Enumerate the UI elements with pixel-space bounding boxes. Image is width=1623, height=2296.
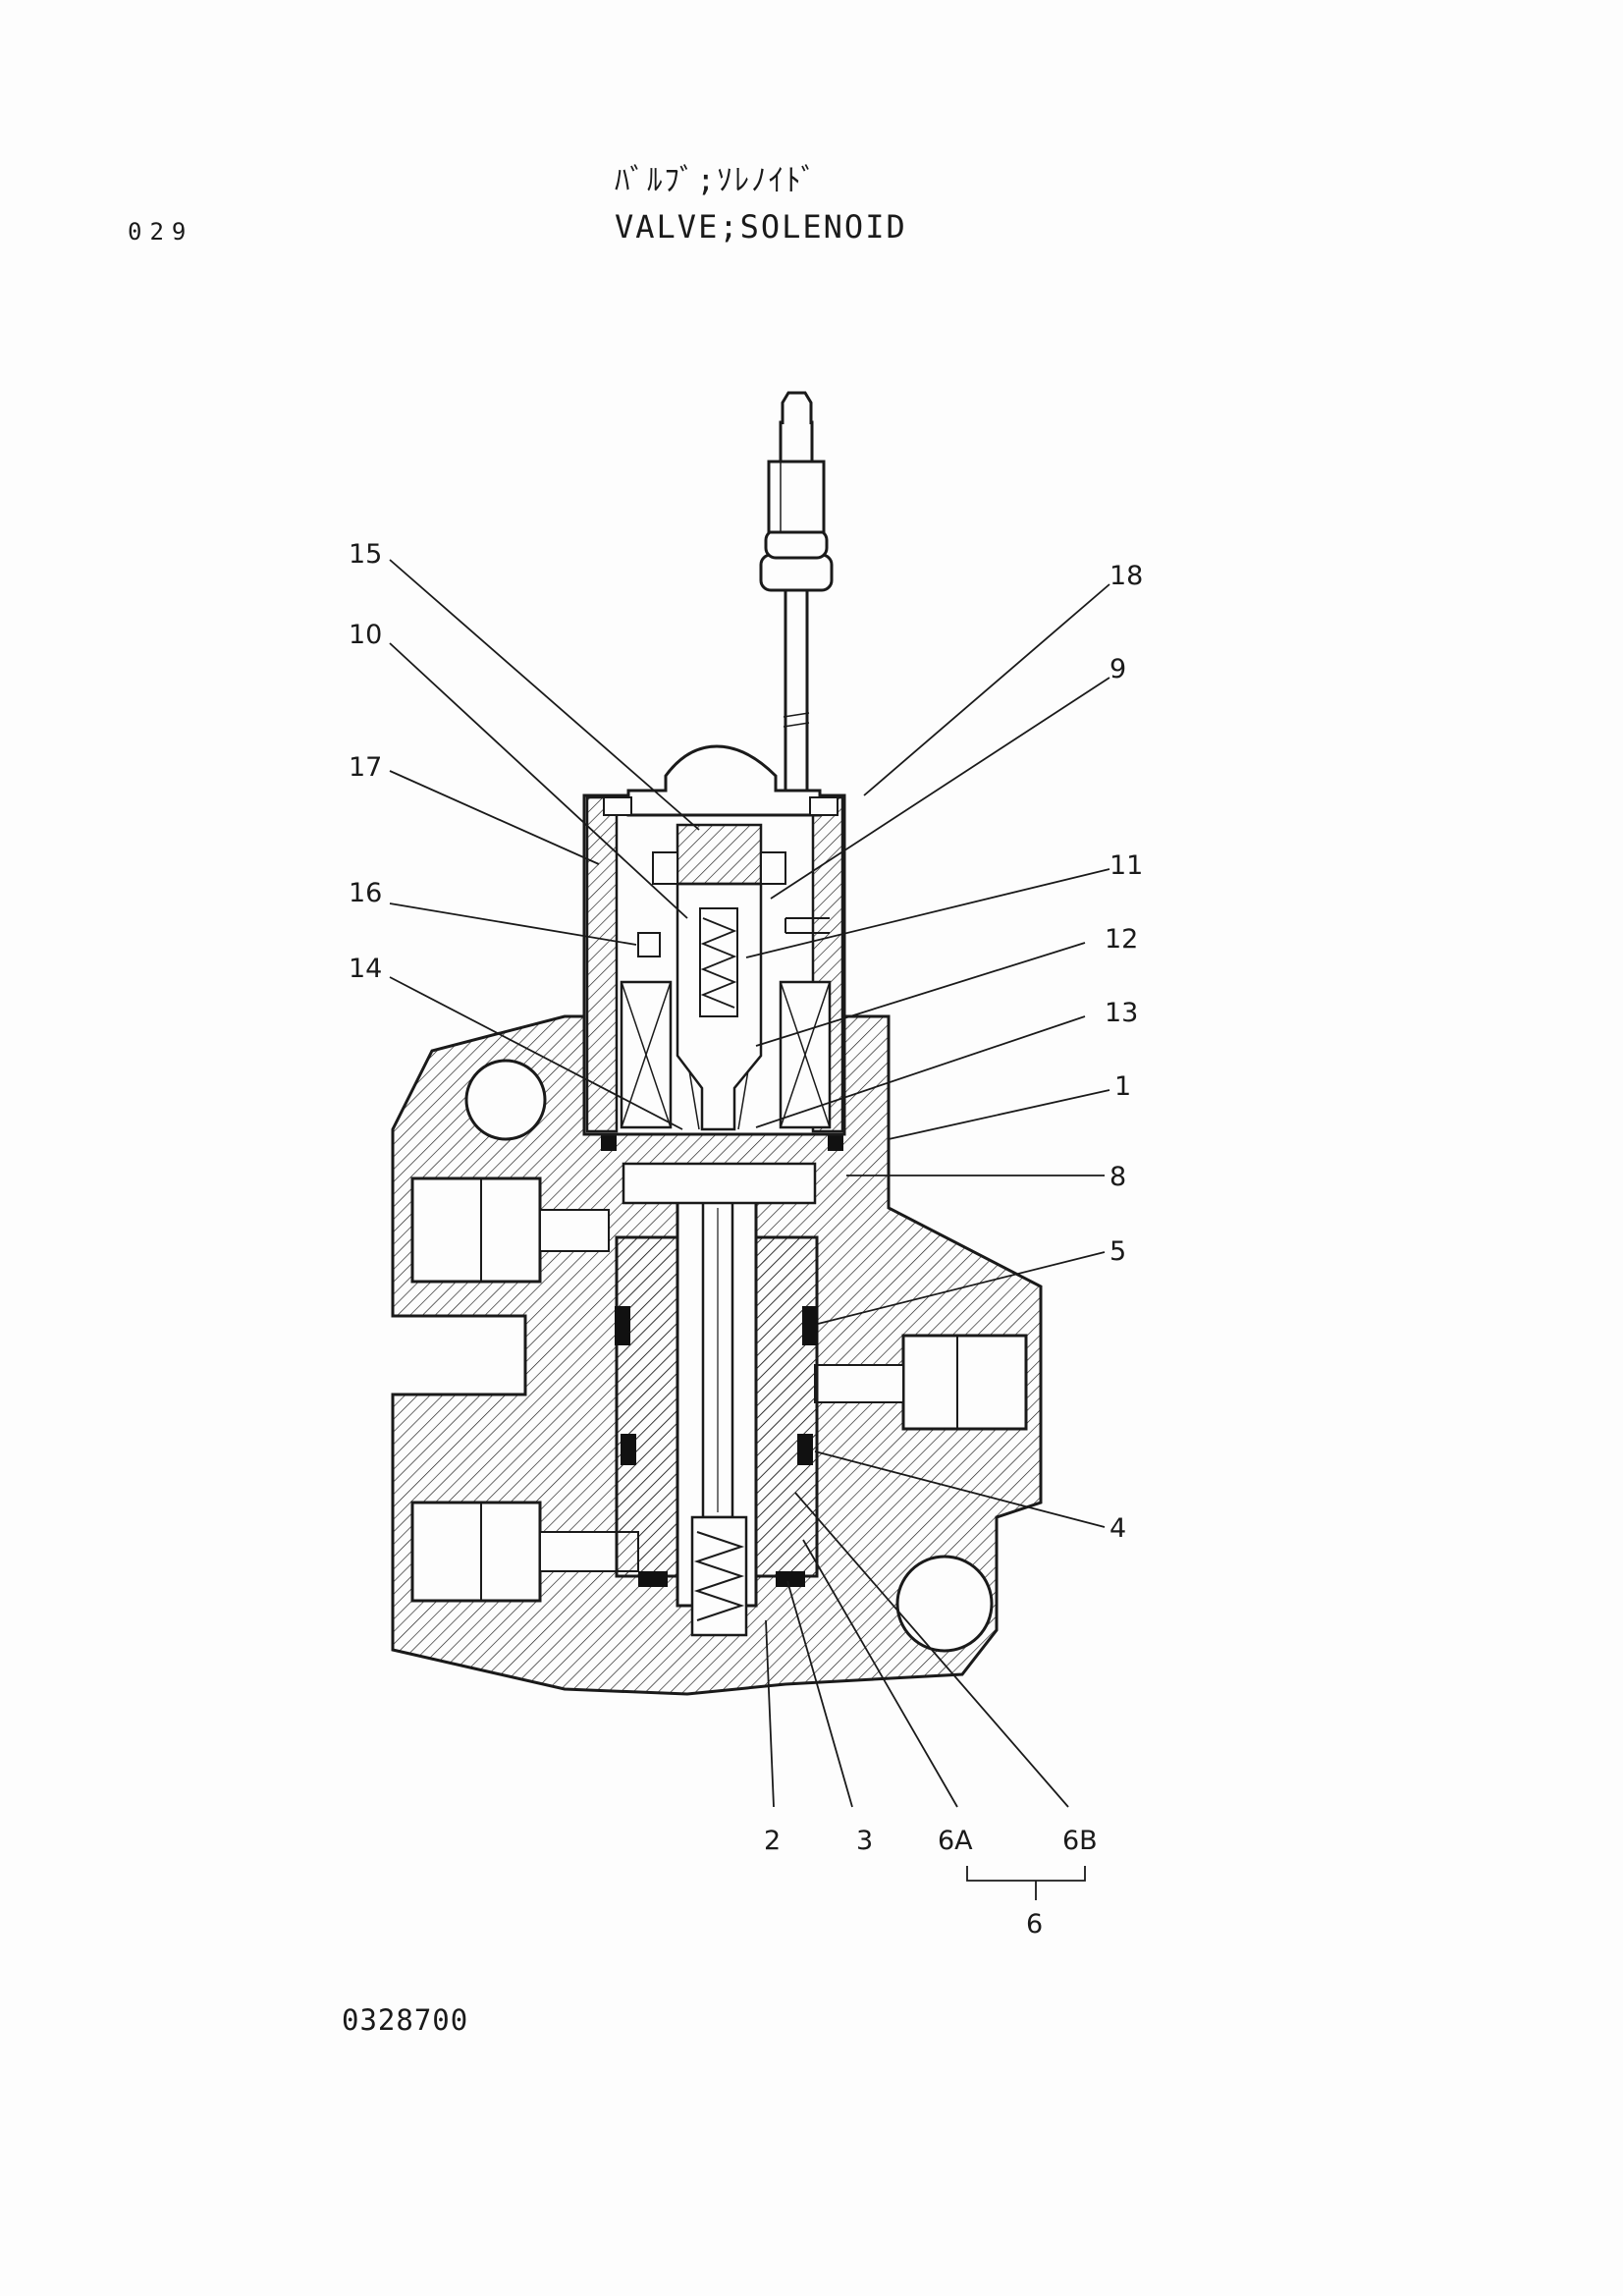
- callout-13: 13: [1105, 998, 1138, 1028]
- page-number: 029: [128, 218, 194, 246]
- callout-18: 18: [1109, 561, 1143, 591]
- callout-5: 5: [1109, 1236, 1126, 1267]
- callout-6b: 6B: [1062, 1826, 1098, 1856]
- core-plug: [652, 823, 786, 886]
- callout-6a: 6A: [938, 1826, 973, 1856]
- callout-15: 15: [349, 539, 382, 570]
- callout-10: 10: [349, 620, 382, 650]
- callout-4: 4: [1109, 1513, 1126, 1544]
- port-right: [814, 1334, 1028, 1431]
- spool: [701, 1191, 734, 1519]
- drawing-number: 0328700: [342, 2003, 469, 2037]
- lead-wire-connector: [759, 391, 834, 791]
- callout-2: 2: [764, 1826, 781, 1856]
- terminal-cap: [603, 744, 839, 817]
- valve-sleeve-right: [754, 1235, 819, 1578]
- coil-right: [779, 980, 832, 1129]
- callout-16: 16: [349, 878, 382, 908]
- valve-sleeve-left: [615, 1235, 679, 1578]
- mounting-hole-upper: [464, 1059, 547, 1141]
- inner-bracket: [784, 917, 830, 934]
- o-ring-group: [601, 1129, 843, 1587]
- callout-12: 12: [1105, 924, 1138, 955]
- callout-14: 14: [349, 954, 382, 984]
- leader-lines: [389, 559, 1110, 1900]
- callout-6: 6: [1026, 1909, 1043, 1940]
- return-spring: [690, 1515, 748, 1637]
- title-english: VALVE;SOLENOID: [615, 208, 907, 246]
- callout-9: 9: [1109, 654, 1126, 684]
- callout-1: 1: [1114, 1071, 1131, 1102]
- title-japanese: ﾊﾞﾙﾌﾞ;ｿﾚﾉｲﾄﾞ: [615, 163, 819, 198]
- seat-cavity: [622, 1162, 817, 1205]
- callout-11: 11: [1109, 850, 1143, 881]
- port-left-upper: [410, 1176, 610, 1284]
- callout-8: 8: [1109, 1162, 1126, 1192]
- side-pin: [637, 932, 661, 957]
- mounting-hole-lower: [895, 1555, 994, 1653]
- callout-17: 17: [349, 752, 382, 783]
- callout-3: 3: [856, 1826, 873, 1856]
- armature-spring: [699, 907, 738, 1017]
- coil-left: [620, 980, 673, 1129]
